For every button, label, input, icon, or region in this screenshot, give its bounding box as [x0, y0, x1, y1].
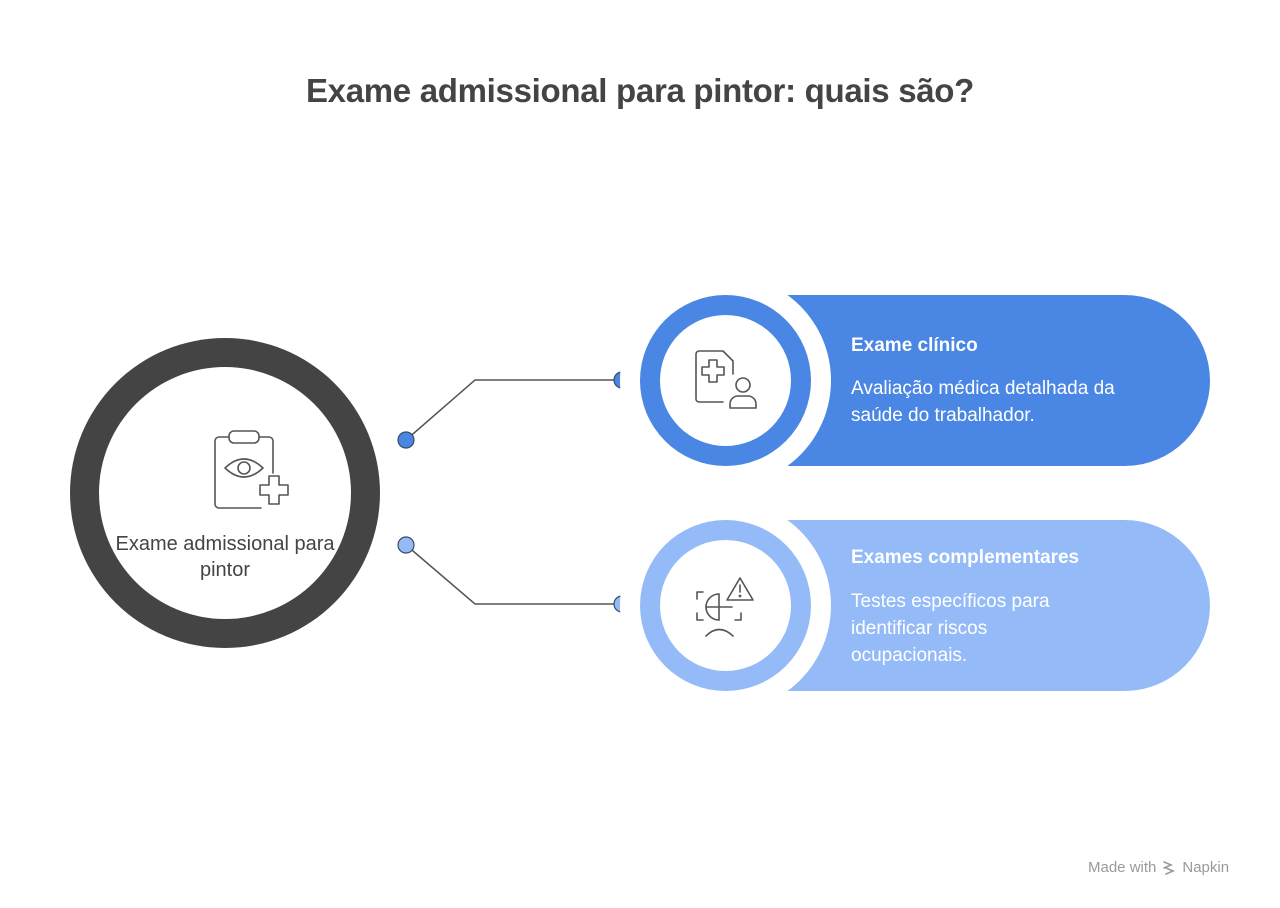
napkin-brand-label: Napkin [1182, 859, 1230, 876]
napkin-logo-icon [1163, 860, 1176, 875]
connector-dot [397, 431, 415, 449]
branch-exames-complementares [780, 520, 1210, 691]
branch-title: Exame clínico [851, 335, 978, 356]
made-with-label: Made with [1088, 859, 1157, 876]
branch-icon-circle [640, 520, 811, 691]
branch-description: Testes específicos para identificar risc… [851, 591, 1050, 666]
face-scan-warning-icon [696, 577, 754, 637]
page-title: Exame admissional para pintor: quais são… [305, 72, 975, 109]
medical-document-person-icon [695, 350, 757, 409]
branch-exame-clinico [780, 295, 1210, 466]
branch-description: Avaliação médica detalhada da saúde do t… [851, 378, 1115, 426]
clipboard-eye-plus-icon [214, 430, 289, 509]
branch-title: Exames complementares [851, 547, 1080, 568]
branch-icon-circle [640, 295, 811, 466]
connector-dot [397, 536, 415, 554]
center-node: Exame admissional para pintor [70, 338, 380, 648]
center-label: Exame admissional para pintor [115, 533, 335, 581]
footer-branding: Made with Napkin [1088, 859, 1229, 876]
